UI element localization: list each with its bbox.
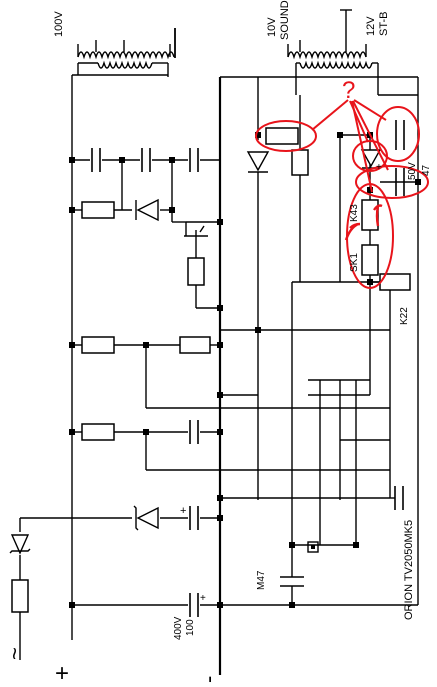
transistor (184, 225, 208, 237)
label-100: 100 (185, 619, 196, 636)
label-12v: 12V (365, 16, 377, 36)
resistors (11, 127, 411, 613)
circle-cap-lower (355, 165, 429, 199)
label-cap-plus-2: + (376, 162, 382, 173)
label-10v: 10V (266, 17, 278, 37)
label-model: ORION TV2050MK5 (403, 520, 415, 620)
label-k43: K43 (349, 204, 360, 222)
label-47: 47 (421, 164, 432, 176)
diodes (9, 149, 382, 555)
label-stb: ST-B (378, 12, 390, 36)
transformer-right (287, 9, 379, 72)
junction-dots (69, 132, 421, 608)
label-sk1: SK1 (349, 253, 360, 272)
label-sound: SOUND (279, 0, 291, 40)
label-cap-plus-1: + (180, 505, 186, 517)
transformer-left (77, 28, 176, 77)
label-ac: ~ (2, 647, 27, 660)
arrow-mark-right (373, 204, 383, 227)
label-plus-terminal: + (55, 660, 69, 687)
ic-pin-square (307, 541, 319, 553)
label-minus-terminal: - (196, 676, 221, 683)
label-k22: K22 (399, 307, 410, 325)
label-m47: M47 (256, 570, 267, 590)
circle-resistor (255, 120, 317, 152)
label-100v: 100V (53, 11, 65, 37)
capacitors (91, 120, 405, 617)
arrow-mark-left (344, 222, 361, 241)
circle-capacitor (376, 106, 420, 162)
label-400v: 400V (173, 616, 184, 640)
label-cap-plus-3: + (200, 593, 206, 604)
label-50v: 50V (407, 162, 418, 180)
wiring (19, 72, 419, 675)
label-question: ? (342, 77, 355, 104)
red-annotations (255, 99, 429, 289)
